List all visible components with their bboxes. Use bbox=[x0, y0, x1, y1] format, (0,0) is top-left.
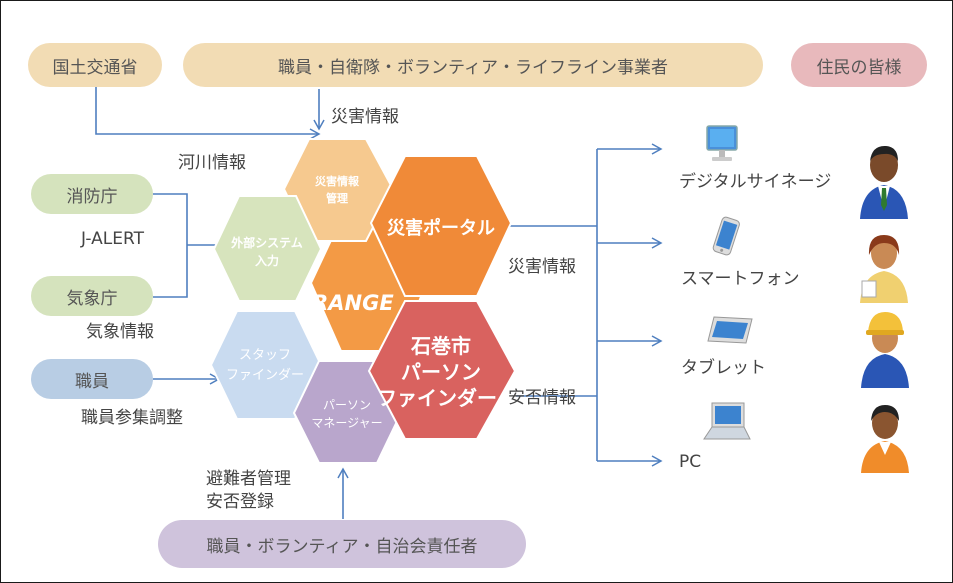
staff-adjust-label: 職員参集調整 bbox=[81, 408, 183, 428]
residents-box: 住民の皆様 bbox=[791, 43, 927, 87]
pc-label: PC bbox=[679, 452, 702, 472]
smartphone-icon bbox=[712, 216, 740, 256]
hex-ishinomaki-text-3: ファインダー bbox=[377, 386, 497, 410]
hex-external-text-2: 入力 bbox=[255, 253, 279, 268]
hex-staff-finder bbox=[209, 310, 323, 420]
hex-orange-text: ORANGE bbox=[294, 291, 394, 315]
river-info-label: 河川情報 bbox=[178, 153, 246, 173]
evacuee-label-1: 避難者管理 bbox=[206, 469, 291, 489]
woman-avatar-icon bbox=[860, 235, 908, 303]
staff-box: 職員 bbox=[31, 359, 153, 399]
hex-portal-text: 災害ポータル bbox=[387, 217, 495, 239]
hex-ishinomaki-finder bbox=[367, 300, 517, 440]
monitor-icon bbox=[706, 125, 738, 161]
mlit-box: 国土交通省 bbox=[28, 43, 162, 87]
disaster-info-right-label: 災害情報 bbox=[508, 257, 576, 277]
hex-ishinomaki-text-1: 石巻市 bbox=[410, 334, 471, 358]
hex-staff-finder-text-2: ファインダー bbox=[226, 368, 304, 383]
jma-box: 気象庁 bbox=[31, 276, 153, 316]
river-info-arrow bbox=[95, 87, 321, 140]
staff-groups-box: 職員・自衛隊・ボランティア・ライフライン事業者 bbox=[183, 43, 763, 87]
tablet-icon bbox=[707, 316, 753, 344]
resident-avatar-icon bbox=[861, 405, 909, 473]
evacuee-label-2: 安否登録 bbox=[206, 492, 274, 512]
laptop-icon bbox=[703, 402, 751, 440]
hex-ishinomaki-text-2: パーソン bbox=[401, 360, 481, 384]
weather-info-label: 気象情報 bbox=[86, 322, 154, 342]
j-alert-label: J-ALERT bbox=[81, 229, 144, 249]
volunteers-box: 職員・ボランティア・自治会責任者 bbox=[158, 520, 526, 568]
worker-avatar-icon bbox=[861, 312, 909, 388]
safety-info-label: 安否情報 bbox=[508, 388, 576, 408]
hex-external-text-1: 外部システム bbox=[231, 235, 303, 250]
tablet-label: タブレット bbox=[681, 358, 766, 378]
fire-agency-box: 消防庁 bbox=[31, 174, 153, 214]
hex-person-mgr-text-1: パーソン bbox=[323, 398, 371, 412]
hex-person-mgr-text-2: マネージャー bbox=[311, 416, 382, 430]
hex-mgmt-text-2: 管理 bbox=[326, 191, 348, 205]
hex-external-input bbox=[212, 195, 323, 302]
signage-label: デジタルサイネージ bbox=[679, 172, 832, 192]
hex-mgmt-text-1: 災害情報 bbox=[314, 174, 360, 188]
smartphone-label: スマートフォン bbox=[681, 269, 800, 289]
hex-staff-finder-text-1: スタッフ bbox=[239, 348, 291, 363]
businessman-avatar-icon bbox=[860, 145, 908, 219]
hex-disaster-portal bbox=[369, 155, 513, 297]
disaster-info-top-label: 災害情報 bbox=[331, 107, 399, 127]
hex-disaster-mgmt bbox=[282, 138, 395, 242]
